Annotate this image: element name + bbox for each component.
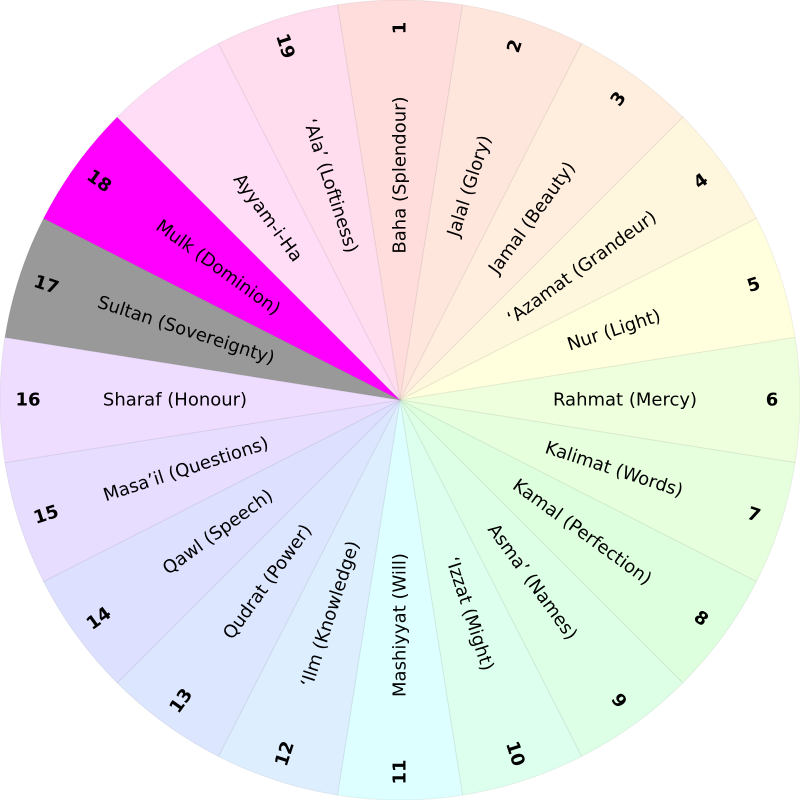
month-number: 11: [390, 759, 411, 784]
month-slice: [0, 336, 401, 464]
month-slice: [217, 399, 401, 796]
month-slice: [399, 116, 758, 401]
month-number: 2: [503, 37, 527, 55]
month-slice: [42, 116, 401, 401]
month-slice: [399, 399, 758, 684]
month-slice: [399, 4, 583, 401]
month-slice: [4, 217, 401, 401]
month-number: 7: [745, 503, 763, 527]
month-slice: [42, 399, 401, 684]
month-slice: [4, 399, 401, 583]
month-slice: [399, 399, 796, 583]
month-number: 5: [745, 273, 763, 297]
month-slice: [116, 399, 401, 758]
month-number: 6: [766, 390, 779, 411]
month-slice: [336, 0, 464, 401]
month-number: 1: [390, 22, 411, 35]
month-slice: [399, 399, 684, 758]
month-slice: [399, 217, 796, 401]
month-name: Baha (Splendour): [390, 96, 411, 253]
month-slice: [399, 42, 684, 401]
month-slice: [217, 4, 401, 401]
month-slice: [116, 42, 401, 401]
month-name: Sharaf (Honour): [103, 390, 247, 411]
month-number: 16: [15, 390, 40, 411]
month-slice: [399, 399, 583, 796]
month-name: Rahmat (Mercy): [553, 390, 697, 411]
month-name: Mashiyyat (Will): [390, 553, 411, 697]
